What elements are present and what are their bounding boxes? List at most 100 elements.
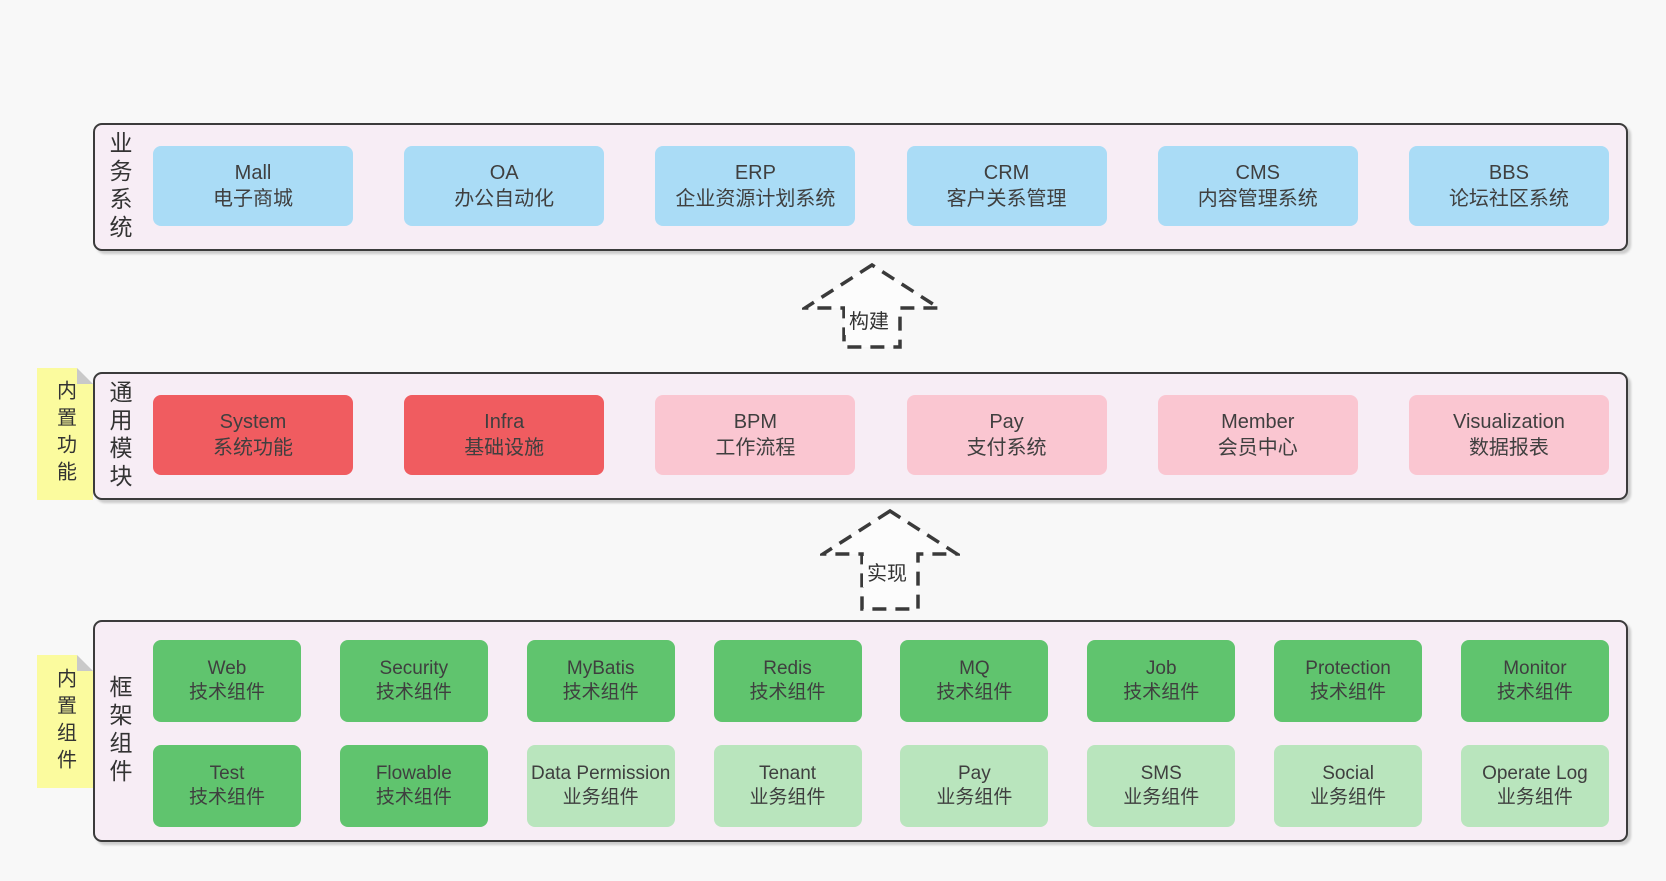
box-crm: CRM 客户关系管理 [906,146,1107,226]
box-subtitle: 业务组件 [749,787,826,808]
box-subtitle: 技术组件 [562,682,639,703]
box-subtitle: 技术组件 [375,682,452,703]
box-job: Job 技术组件 [1087,640,1236,722]
box-subtitle: 办公自动化 [454,188,555,210]
box-infra: Infra 基础设施 [404,395,605,475]
box-pay-component: Pay 业务组件 [900,745,1049,827]
box-title: ERP [734,161,776,184]
box-title: SMS [1140,763,1182,785]
sticky-built-in-components: 内置组件 [37,655,93,788]
arrow-build-label: 构建 [845,304,893,335]
business-systems-row: Mall 电子商城 OA 办公自动化 ERP 企业资源计划系统 CRM 客户关系… [153,146,1609,226]
box-title: Redis [763,658,812,680]
box-protection: Protection 技术组件 [1274,640,1423,722]
box-subtitle: 业务组件 [1496,787,1573,808]
band-common-modules: 通用模块 System 系统功能 Infra 基础设施 BPM 工作流程 Pay… [93,372,1628,500]
box-title: Mall [234,161,272,184]
box-subtitle: 企业资源计划系统 [675,188,836,210]
box-security: Security 技术组件 [339,640,488,722]
box-title: BBS [1488,161,1529,184]
box-title: CMS [1235,161,1280,184]
band-label-business-systems: 业务系统 [106,131,132,243]
box-subtitle: 数据报表 [1468,437,1549,459]
box-subtitle: 技术组件 [936,682,1013,703]
box-title: Flowable [375,763,452,785]
box-data-permission: Data Permission 业务组件 [526,745,675,827]
box-cms: CMS 内容管理系统 [1157,146,1358,226]
box-bpm: BPM 工作流程 [655,395,856,475]
box-system: System 系统功能 [153,395,353,475]
box-title: Pay [958,763,991,785]
box-subtitle: 基础设施 [464,437,545,459]
band-label-framework-components: 框架组件 [106,675,132,787]
box-subtitle: 论坛社区系统 [1448,188,1569,210]
box-title: Social [1322,763,1374,785]
box-pay: Pay 支付系统 [906,395,1107,475]
box-social: Social 业务组件 [1274,745,1423,827]
box-title: BPM [733,410,778,433]
box-title: Test [209,763,245,785]
box-title: Protection [1305,658,1391,680]
box-subtitle: 技术组件 [188,787,265,808]
box-title: Infra [484,410,525,433]
box-mall: Mall 电子商城 [153,146,353,226]
box-title: Security [379,658,449,680]
box-monitor: Monitor 技术组件 [1460,640,1609,722]
box-title: OA [489,161,519,184]
box-tenant: Tenant 业务组件 [713,745,862,827]
box-flowable: Flowable 技术组件 [339,745,488,827]
box-subtitle: 工作流程 [715,437,796,459]
fold-corner-icon [77,655,93,671]
box-subtitle: 会员中心 [1217,437,1298,459]
arrow-implement-label: 实现 [863,556,911,587]
box-subtitle: 业务组件 [562,787,639,808]
box-member: Member 会员中心 [1157,395,1358,475]
box-subtitle: 业务组件 [1123,787,1200,808]
box-subtitle: 业务组件 [936,787,1013,808]
box-subtitle: 内容管理系统 [1197,188,1318,210]
box-web: Web 技术组件 [153,640,301,722]
sticky-label: 内置组件 [53,667,76,776]
box-title: Pay [989,410,1024,433]
box-title: MQ [959,658,990,680]
box-oa: OA 办公自动化 [404,146,605,226]
box-title: Monitor [1503,658,1567,680]
box-subtitle: 客户关系管理 [946,188,1067,210]
box-mybatis: MyBatis 技术组件 [526,640,675,722]
box-visualization: Visualization 数据报表 [1408,395,1609,475]
box-subtitle: 技术组件 [1496,682,1573,703]
box-subtitle: 业务组件 [1310,787,1387,808]
box-subtitle: 技术组件 [1123,682,1200,703]
box-title: CRM [983,161,1030,184]
sticky-label: 内置功能 [53,380,76,488]
band-framework-components: 框架组件 Web 技术组件 Security 技术组件 MyBatis 技术组件… [93,620,1628,842]
box-subtitle: 电子商城 [213,188,293,210]
box-title: Job [1145,658,1177,680]
box-subtitle: 支付系统 [966,437,1047,459]
fold-corner-icon [77,368,93,384]
band-business-systems: 业务系统 Mall 电子商城 OA 办公自动化 ERP 企业资源计划系统 CRM… [93,123,1628,251]
box-sms: SMS 业务组件 [1087,745,1236,827]
box-subtitle: 技术组件 [1310,682,1387,703]
common-modules-row: System 系统功能 Infra 基础设施 BPM 工作流程 Pay 支付系统… [153,395,1609,475]
box-operate-log: Operate Log 业务组件 [1460,745,1609,827]
box-title: Member [1221,410,1295,433]
box-title: Visualization [1452,410,1565,433]
sticky-built-in-features: 内置功能 [37,368,93,500]
box-title: System [219,410,287,433]
band-label-common-modules: 通用模块 [106,380,132,492]
box-mq: MQ 技术组件 [900,640,1049,722]
box-subtitle: 技术组件 [749,682,826,703]
box-bbs: BBS 论坛社区系统 [1408,146,1609,226]
box-title: Tenant [759,763,817,785]
box-title: MyBatis [566,658,635,680]
box-subtitle: 技术组件 [375,787,452,808]
box-erp: ERP 企业资源计划系统 [655,146,856,226]
box-redis: Redis 技术组件 [713,640,862,722]
box-test: Test 技术组件 [153,745,301,827]
box-title: Data Permission [530,763,671,785]
box-subtitle: 技术组件 [188,682,265,703]
framework-components-row-2: Test 技术组件 Flowable 技术组件 Data Permission … [153,745,1609,827]
framework-components-row-1: Web 技术组件 Security 技术组件 MyBatis 技术组件 Redi… [153,640,1609,722]
